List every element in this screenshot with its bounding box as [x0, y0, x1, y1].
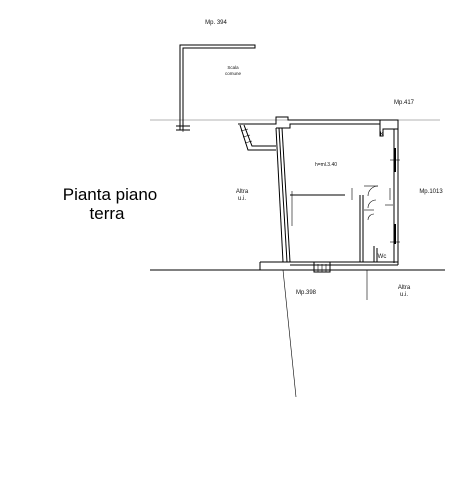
title-line-1: Pianta piano	[63, 185, 158, 204]
common-stair	[176, 44, 256, 132]
room-label-scala: Scala	[227, 65, 239, 70]
room-label-wc: Wc	[378, 254, 387, 260]
room-label-height: h=ml.3.40	[315, 162, 337, 168]
parcel-label-mp1013: Mp.1013	[419, 189, 443, 195]
room-label-ui-right: u.i.	[400, 292, 408, 298]
room-label-ui-left: u.i.	[238, 196, 246, 202]
unit-walls	[238, 116, 400, 273]
room-label-altra-left: Altra	[236, 189, 249, 195]
parcel-label-mp394: Mp. 394	[205, 20, 227, 26]
room-label-comune: comune	[225, 71, 242, 76]
room-label-altra-right: Altra	[398, 285, 411, 291]
parcel-label-mp417: Mp.417	[394, 100, 415, 106]
room-label-k: K	[380, 132, 384, 138]
parcel-label-mp398: Mp.398	[296, 290, 317, 296]
boundary-line-mp398	[282, 269, 297, 398]
title-line-2: terra	[90, 204, 126, 223]
